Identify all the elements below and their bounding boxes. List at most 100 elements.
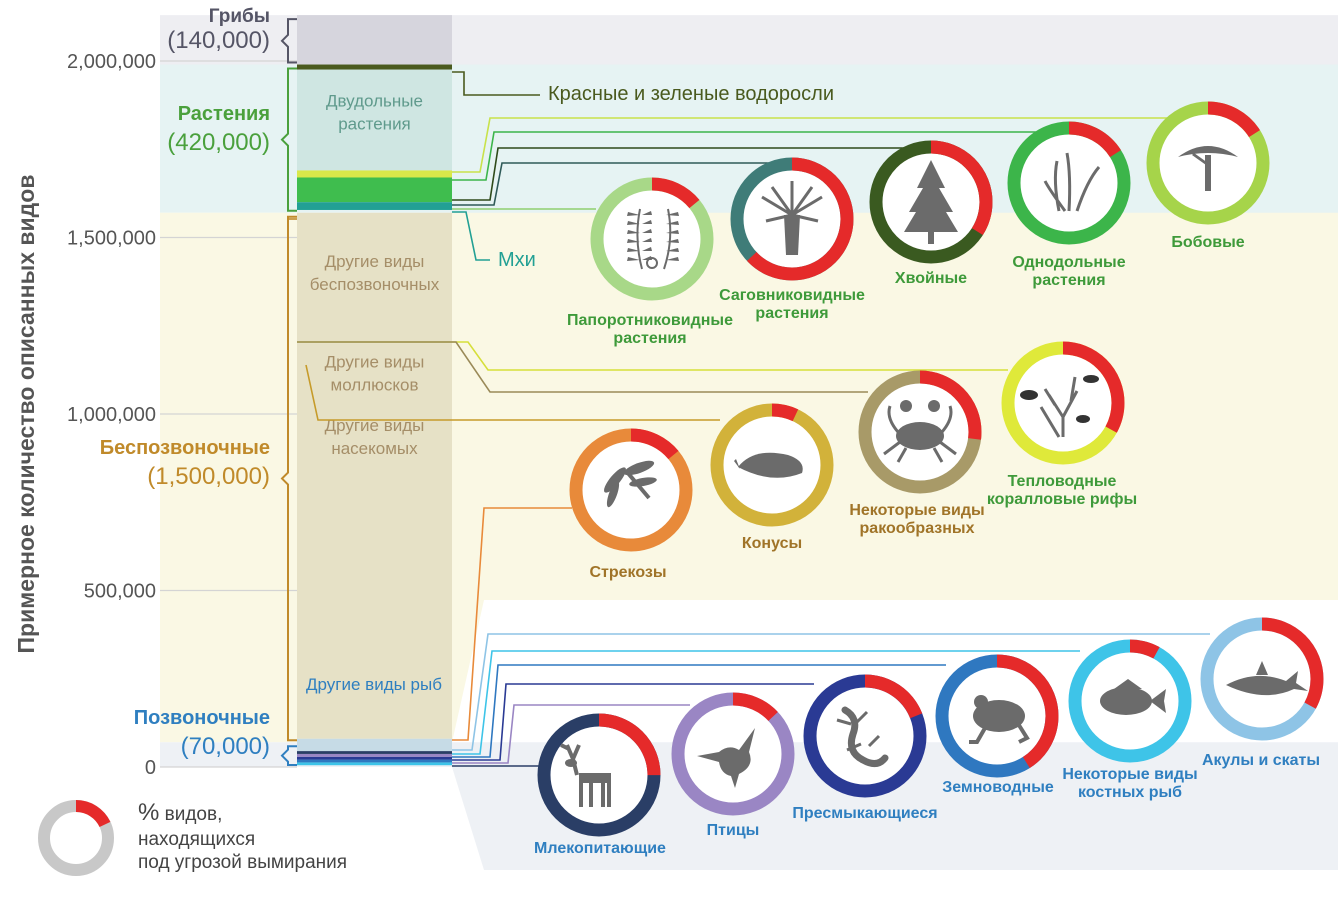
connector-line — [305, 364, 720, 421]
crab-icon — [900, 400, 912, 412]
connector-line — [452, 664, 946, 758]
bar-segment — [297, 738, 452, 752]
frog-icon — [974, 695, 988, 709]
donut-label: Стрекозы — [589, 564, 666, 581]
donut-threat-arc — [590, 177, 714, 301]
hummingbird-icon — [697, 728, 755, 788]
donut-label: Хвойные — [895, 270, 967, 287]
band-fungi — [160, 15, 1338, 65]
fern-icon — [666, 257, 679, 261]
donut-item: Акулы и скаты — [1200, 617, 1324, 769]
fern-icon — [627, 248, 640, 252]
connector-line — [452, 147, 920, 201]
crab-icon — [896, 422, 944, 450]
tree-icon — [1205, 155, 1211, 191]
fern-icon — [666, 212, 679, 216]
y-tick-label: 0 — [145, 757, 156, 779]
coral-icon — [1039, 376, 1079, 438]
donut-threat-arc — [569, 428, 693, 552]
donut-label: Папоротниковидные — [567, 312, 733, 329]
legend-line: % видов, — [138, 799, 222, 826]
fern-icon — [642, 247, 652, 251]
bar-segment-algae — [297, 64, 452, 70]
donut-label: растения — [1032, 272, 1105, 289]
donut-item: Бобовые — [1146, 101, 1270, 251]
donut-label: Млекопитающие — [534, 840, 666, 857]
connector-line — [452, 162, 770, 206]
donut-label: Саговниковидные — [719, 287, 865, 304]
bar-segment-vertebrate — [297, 756, 452, 760]
bar-segment — [297, 170, 452, 178]
shark-icon — [1256, 661, 1268, 675]
y-tick-label: 1,500,000 — [67, 228, 156, 250]
bar-segment — [297, 177, 452, 203]
legend-donut-threat-arc — [38, 800, 114, 876]
crab-icon — [883, 405, 957, 463]
bracket-vertebrates — [280, 745, 297, 766]
donut-threat-arc — [730, 157, 854, 281]
donut-label: Акулы и скаты — [1202, 752, 1320, 769]
bar-segment-vertebrate — [297, 762, 452, 766]
donut-label: растения — [613, 330, 686, 347]
fern-icon — [627, 239, 640, 243]
y-axis-title: Примерное количество описанных видов — [13, 175, 39, 654]
dragonfly-icon — [629, 477, 657, 487]
fern-icon — [666, 239, 679, 243]
cone-shell-icon — [734, 459, 740, 469]
donut-item: Пресмыкающиеся — [792, 674, 938, 822]
bracket-invertebrates — [280, 215, 297, 742]
donut-inner — [606, 193, 698, 285]
callout-line — [452, 211, 490, 261]
cycad-icon — [784, 215, 800, 255]
donut-threat-arc — [1001, 341, 1125, 465]
donut-item: Хвойные — [869, 140, 993, 287]
donut-threat-arc — [1200, 617, 1324, 741]
donut-item: Стрекозы — [569, 428, 693, 581]
bar-segment-label: насекомых — [331, 439, 418, 458]
bar-segment-vertebrate — [297, 751, 452, 754]
donut-threat-arc — [710, 403, 834, 527]
donut-label: Конусы — [742, 535, 802, 552]
callout-label: Мхи — [498, 249, 536, 271]
donut-threat-arc — [537, 713, 661, 837]
bar-segment — [297, 414, 452, 739]
connector-line — [452, 633, 1210, 751]
lizard-icon — [841, 706, 889, 767]
donut-label: костных рыб — [1078, 784, 1182, 801]
donut-threat-arc — [935, 654, 1059, 778]
donut-items: БобовыеОднодольныерастенияХвойныеСаговни… — [534, 101, 1324, 857]
shark-icon — [1226, 671, 1308, 696]
fern-icon — [627, 221, 640, 225]
fern-icon — [642, 220, 652, 224]
bar-segment-label: Другие виды рыб — [306, 675, 442, 694]
y-tick-label: 1,000,000 — [67, 404, 156, 426]
donut-label: Земноводные — [942, 779, 1054, 796]
conifer-icon — [904, 160, 958, 232]
group-count-vertebrates: (70,000) — [181, 733, 270, 760]
bar-segment-label: Двудольные — [326, 91, 423, 110]
tree-icon — [1192, 153, 1208, 165]
connector-line — [452, 650, 1080, 755]
donut-label: растения — [755, 305, 828, 322]
donut-threat-arc — [671, 692, 795, 816]
donut-item: Земноводные — [935, 654, 1059, 796]
fish-icon — [1114, 679, 1142, 689]
frog-icon — [973, 700, 1025, 732]
bar-segment-vertebrate — [297, 759, 452, 763]
group-count-fungi: (140,000) — [167, 27, 270, 54]
group-count-plants: (420,000) — [167, 129, 270, 156]
group-labels: Грибы(140,000)Растения(420,000)Беспозвон… — [100, 6, 297, 766]
bracket-fungi — [280, 18, 297, 64]
callout-label: Красные и зеленые водоросли — [548, 83, 834, 105]
donut-inner — [585, 444, 677, 536]
donut-label: Пресмыкающиеся — [792, 805, 937, 822]
connector-line — [452, 704, 690, 764]
group-name-plants: Растения — [178, 103, 270, 125]
lizard-icon — [836, 710, 881, 752]
